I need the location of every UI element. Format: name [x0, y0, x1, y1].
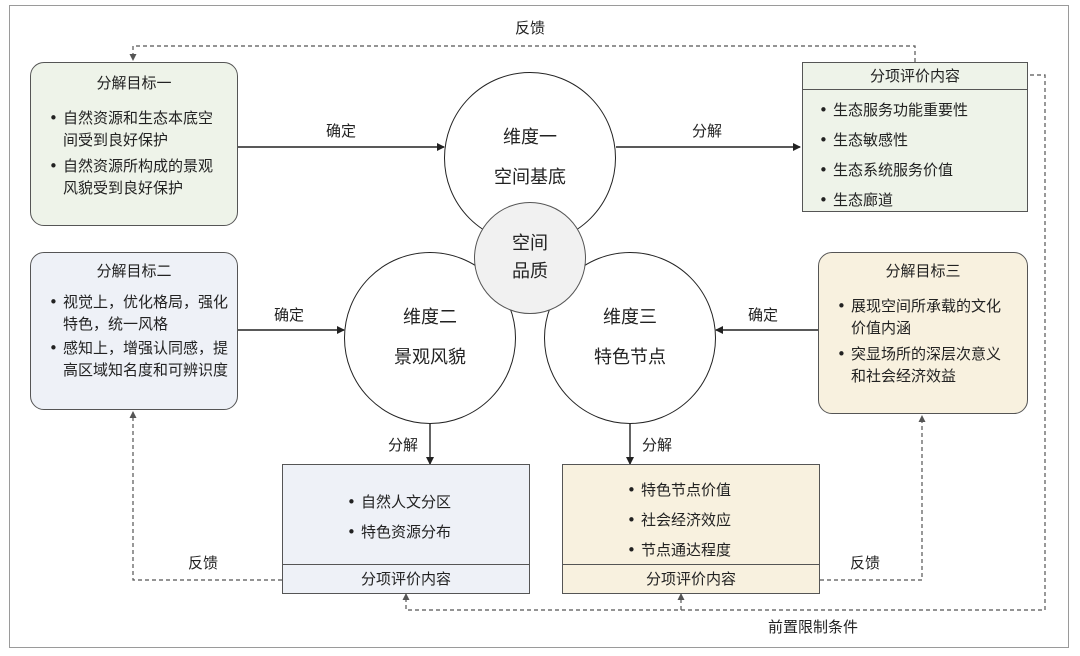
- label-determine-one: 确定: [326, 122, 357, 140]
- precondition-line: [402, 74, 1046, 611]
- label-precondition: 前置限制条件: [768, 618, 859, 636]
- list-item: 展现空间所承载的文化价值内涵: [835, 295, 1015, 339]
- list-item: 特色资源分布: [345, 517, 521, 547]
- eval-three-box: 特色节点价值 社会经济效应 节点通达程度 分项评价内容: [562, 464, 820, 594]
- goal-one-box: 分解目标一 自然资源和生态本底空间受到良好保护 自然资源所构成的景观风貌受到良好…: [30, 62, 238, 226]
- eval-two-list: 自然人文分区 特色资源分布: [345, 487, 521, 547]
- eval-three-list: 特色节点价值 社会经济效应 节点通达程度: [625, 475, 811, 565]
- goal-three-title: 分解目标三: [885, 262, 961, 280]
- dimension-three-title: 维度三: [603, 307, 657, 328]
- label-feedback-top: 反馈: [515, 19, 546, 37]
- list-item: 节点通达程度: [625, 535, 811, 565]
- goal-one-title: 分解目标一: [96, 74, 172, 92]
- label-decompose-one: 分解: [692, 122, 723, 140]
- label-determine-two: 确定: [274, 306, 305, 324]
- list-item: 自然资源所构成的景观风貌受到良好保护: [47, 155, 227, 199]
- feedback-top-line: [129, 45, 916, 62]
- dimension-two-sub: 景观风貌: [394, 347, 466, 368]
- list-item: 视觉上，优化格局，强化特色，统一风格: [47, 291, 229, 335]
- diagram-frame: [9, 5, 1069, 648]
- goal-three-box: 分解目标三 展现空间所承载的文化价值内涵 突显场所的深层次意义和社会经济效益: [818, 252, 1028, 414]
- center-line-2: 品质: [512, 261, 548, 282]
- center-line-1: 空间: [512, 233, 548, 254]
- list-item: 突显场所的深层次意义和社会经济效益: [835, 343, 1015, 387]
- list-item: 生态服务功能重要性: [817, 95, 1019, 125]
- eval-one-header: 分项评价内容: [803, 63, 1027, 90]
- goal-two-box: 分解目标二 视觉上，优化格局，强化特色，统一风格 感知上，增强认同感，提高区域知…: [30, 252, 238, 410]
- dimension-two-title: 维度二: [403, 307, 457, 328]
- list-item: 生态敏感性: [817, 125, 1019, 155]
- list-item: 自然人文分区: [345, 487, 521, 517]
- dimension-one-title: 维度一: [503, 127, 557, 148]
- goal-one-list: 自然资源和生态本底空间受到良好保护 自然资源所构成的景观风貌受到良好保护: [47, 107, 227, 199]
- eval-two-box: 自然人文分区 特色资源分布 分项评价内容: [282, 464, 530, 594]
- feedback-bottom-left-line: [129, 411, 282, 581]
- label-feedback-bottom-right: 反馈: [850, 554, 881, 572]
- eval-two-footer: 分项评价内容: [283, 564, 529, 593]
- label-decompose-two: 分解: [388, 436, 419, 454]
- list-item: 自然资源和生态本底空间受到良好保护: [47, 107, 227, 151]
- list-item: 特色节点价值: [625, 475, 811, 505]
- eval-one-list: 生态服务功能重要性 生态敏感性 生态系统服务价值 生态廊道: [817, 95, 1019, 215]
- dimension-one-sub: 空间基底: [494, 167, 566, 188]
- list-item: 感知上，增强认同感，提高区域知名度和可辨识度: [47, 337, 229, 381]
- dimension-three-sub: 特色节点: [594, 347, 666, 368]
- eval-three-footer: 分项评价内容: [563, 564, 819, 593]
- label-feedback-bottom-left: 反馈: [188, 554, 219, 572]
- label-decompose-three: 分解: [642, 436, 673, 454]
- list-item: 社会经济效应: [625, 505, 811, 535]
- goal-two-list: 视觉上，优化格局，强化特色，统一风格 感知上，增强认同感，提高区域知名度和可辨识…: [47, 291, 229, 381]
- list-item: 生态廊道: [817, 185, 1019, 215]
- goal-three-list: 展现空间所承载的文化价值内涵 突显场所的深层次意义和社会经济效益: [835, 295, 1015, 387]
- list-item: 生态系统服务价值: [817, 155, 1019, 185]
- spatial-quality-circle: 空间 品质: [474, 202, 586, 314]
- label-determine-three: 确定: [748, 306, 779, 324]
- feedback-bottom-right-line: [820, 415, 926, 581]
- eval-one-box: 分项评价内容 生态服务功能重要性 生态敏感性 生态系统服务价值 生态廊道: [802, 62, 1028, 215]
- goal-two-title: 分解目标二: [96, 262, 172, 280]
